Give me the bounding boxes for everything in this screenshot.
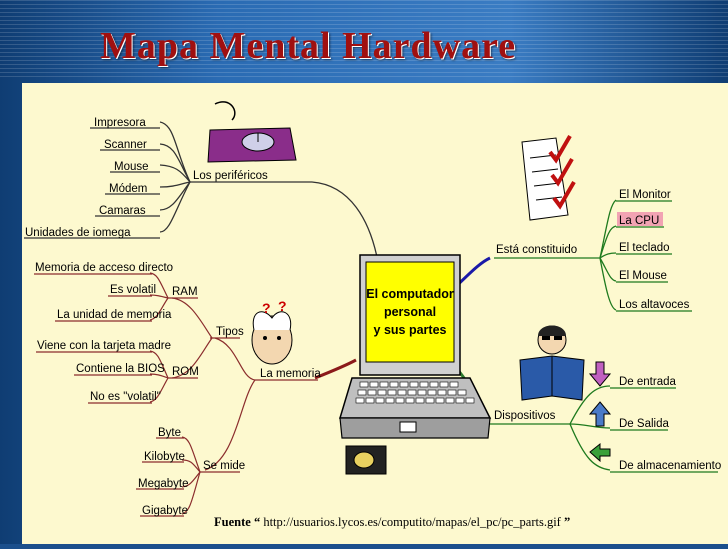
list-item: De entrada: [619, 376, 677, 388]
svg-text:?: ?: [262, 300, 271, 316]
list-item: Camaras: [99, 205, 146, 217]
connector-line: [149, 377, 169, 403]
connector-line: [181, 471, 201, 515]
connector-line: [149, 373, 169, 379]
connector-line: [214, 337, 256, 381]
connector-line: [159, 181, 191, 233]
node-label: Tipos: [216, 326, 244, 338]
svg-text:?: ?: [278, 298, 287, 314]
node-label: Está constituido: [496, 244, 577, 256]
laptop-icon: El computador personal y sus partes: [338, 254, 492, 475]
open-quote: “: [253, 515, 261, 529]
node-label: Se mide: [203, 460, 245, 472]
list-item: Módem: [109, 183, 147, 195]
connector-line: [181, 471, 201, 488]
source-url[interactable]: http://usuarios.lycos.es/computito/mapas…: [263, 515, 561, 529]
list-item: Megabyte: [138, 478, 189, 490]
connector-line: [599, 257, 617, 311]
center-label-line3: y sus partes: [374, 323, 447, 337]
close-quote: ”: [563, 515, 571, 529]
connector-line: [149, 297, 169, 321]
connector-line: [149, 294, 169, 299]
list-item: Memoria de acceso directo: [35, 262, 173, 274]
arrow-both-icon: [589, 442, 611, 463]
list-item: De Salida: [619, 418, 669, 430]
connector-line: [311, 181, 379, 263]
list-item: Kilobyte: [144, 451, 185, 463]
list-item: Unidades de iomega: [25, 227, 131, 239]
reading-person-icon: [519, 325, 585, 401]
connector-line: [599, 252, 617, 259]
list-item: Mouse: [114, 161, 149, 173]
connector-line: [171, 337, 213, 379]
list-item: El Mouse: [619, 270, 667, 282]
source-citation: Fuente “ http://usuarios.lycos.es/comput…: [214, 515, 570, 530]
connector-line: [569, 385, 611, 425]
source-prefix: Fuente: [214, 515, 251, 529]
list-item: Viene con la tarjeta madre: [37, 340, 171, 352]
mind-map-canvas: Impresora Scanner Mouse Módem Camaras Un…: [22, 83, 728, 544]
connector-line: [569, 423, 611, 471]
connector-line: [204, 379, 256, 471]
connector-line: [599, 257, 617, 282]
node-label: ROM: [172, 366, 199, 378]
connector-line: [159, 143, 191, 183]
page-title: Mapa Mental Hardware: [100, 25, 517, 67]
connector-line: [159, 181, 191, 211]
mind-map: Impresora Scanner Mouse Módem Camaras Un…: [24, 101, 721, 517]
arrow-down-icon: [588, 361, 612, 387]
connector-line: [159, 181, 191, 188]
connector-line: [181, 459, 201, 473]
mouse-icon: [207, 101, 297, 163]
center-label-line1: El computador: [366, 287, 454, 301]
center-label-line2: personal: [384, 305, 436, 319]
perifericos-branch: Impresora Scanner Mouse Módem Camaras Un…: [24, 101, 379, 263]
list-item: Impresora: [94, 117, 146, 129]
connector-line: [599, 199, 617, 259]
list-item: Gigabyte: [142, 505, 188, 517]
connector-line: [599, 225, 617, 259]
node-label: RAM: [172, 286, 198, 298]
list-item: Scanner: [104, 139, 147, 151]
node-label: La memoria: [260, 368, 321, 380]
node-label: Los periféricos: [193, 170, 268, 182]
connector-line: [159, 121, 191, 183]
list-item: De almacenamiento: [619, 460, 721, 472]
thinking-person-icon: ? ?: [251, 298, 293, 365]
node-label: Dispositivos: [494, 410, 556, 422]
list-item: No es "volatil": [90, 391, 161, 403]
list-item: La unidad de memoria: [57, 309, 172, 321]
arrow-up-icon: [588, 401, 612, 427]
list-item: La CPU: [619, 215, 659, 227]
list-item: Los altavoces: [619, 299, 690, 311]
constituido-branch: Está constituido El Monitor La CPU El te…: [439, 134, 692, 312]
connector-line: [569, 423, 611, 429]
list-item: El Monitor: [619, 189, 671, 201]
dispositivos-branch: Dispositivos De entrada De Salida De alm…: [456, 325, 721, 473]
connector-line: [314, 358, 357, 380]
connector-line: [171, 297, 213, 339]
memoria-branch: La memoria ? ? Tipos RAM Memoria de acce…: [34, 262, 357, 517]
checklist-icon: [521, 134, 576, 221]
highlight: [617, 212, 663, 226]
list-item: Es volatil: [110, 284, 156, 296]
connector-line: [159, 164, 191, 183]
list-item: Byte: [158, 427, 181, 439]
list-item: Contiene la BIOS: [76, 363, 165, 375]
list-item: El teclado: [619, 242, 670, 254]
